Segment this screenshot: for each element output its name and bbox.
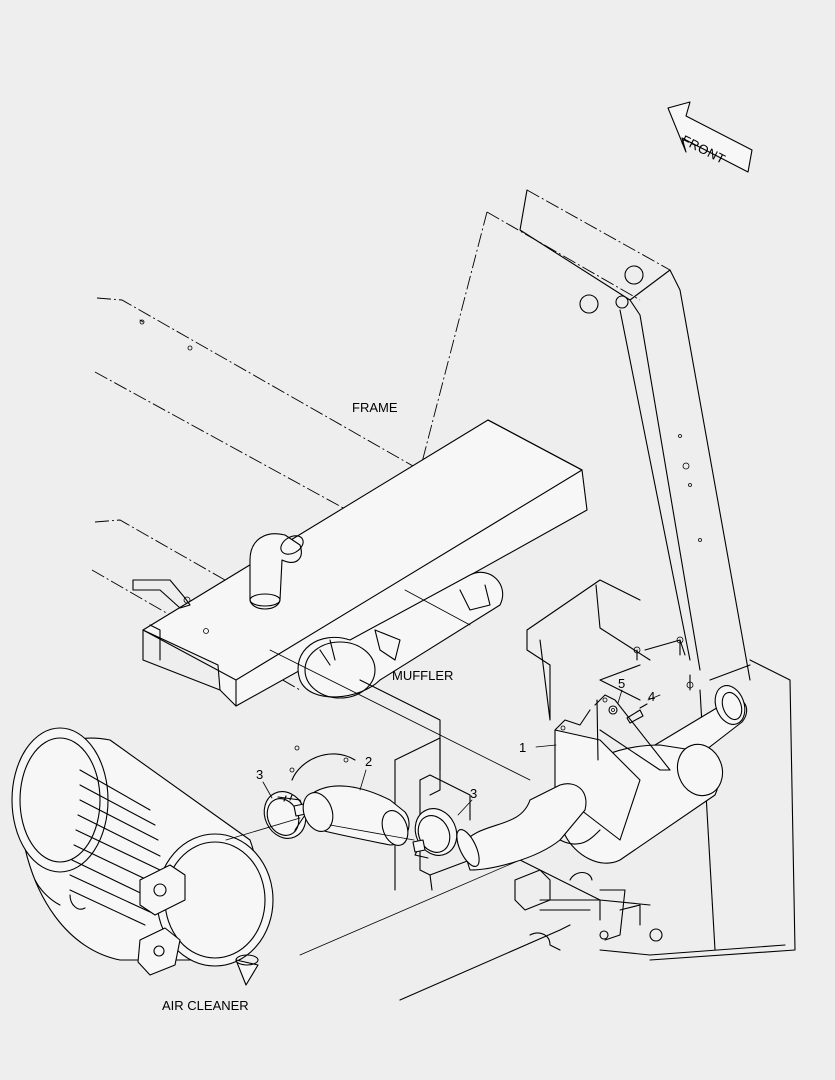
muffler-body	[269, 571, 531, 781]
rail-bracket	[132, 579, 191, 609]
intake-hose	[302, 785, 410, 846]
air-cleaner-label: AIR CLEANER	[162, 998, 249, 1013]
lower-fittings	[514, 869, 663, 951]
muffler-label: MUFFLER	[392, 668, 454, 683]
front-direction-arrow-icon	[667, 101, 753, 173]
frame-upright	[419, 189, 751, 681]
callout-4: 4	[648, 689, 656, 704]
callout-3-right: 3	[470, 786, 478, 801]
hardware-4-5	[608, 689, 661, 724]
callout-5: 5	[618, 676, 626, 691]
exhaust-stack	[249, 533, 304, 610]
muffler-assembly	[456, 685, 748, 871]
callout-1: 1	[519, 740, 527, 755]
hose-clamp-right	[412, 808, 458, 859]
frame-label: FRAME	[352, 400, 398, 415]
callout-3-left: 3	[256, 767, 264, 782]
leader-lines	[225, 744, 557, 841]
right-side-panel	[519, 579, 796, 961]
air-cleaner	[11, 727, 274, 986]
callout-2: 2	[365, 754, 373, 769]
